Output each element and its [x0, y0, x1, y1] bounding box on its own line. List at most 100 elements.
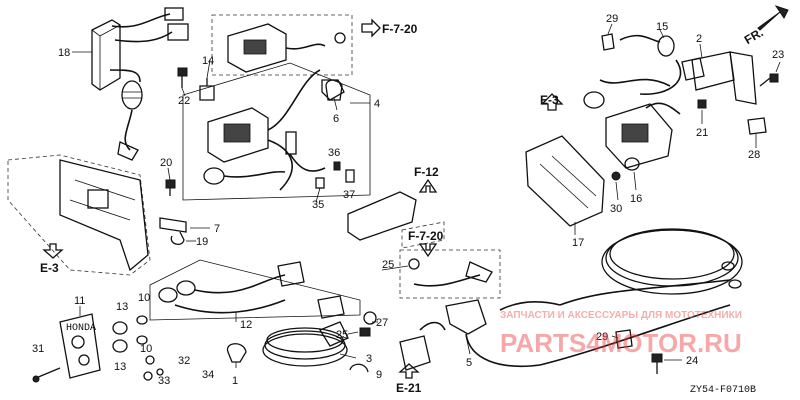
clip-14	[199, 78, 215, 101]
part-label: 2	[696, 33, 702, 45]
bracket-2	[691, 51, 757, 105]
frame-bracket	[7, 154, 151, 276]
part-label: 20	[160, 157, 172, 169]
watermark-site: PARTS4MOTOR.RU	[500, 328, 742, 358]
ref-e3-left: E-3	[40, 261, 59, 275]
part-label: 30	[610, 203, 622, 215]
part-label: 7	[214, 223, 220, 235]
part-label: 16	[630, 193, 642, 205]
clip-29-top	[601, 33, 615, 51]
part-label: 19	[196, 236, 208, 248]
part-label: 15	[656, 21, 668, 33]
part-label: 23	[772, 49, 784, 61]
sub-harness-12	[149, 259, 361, 321]
clip-36	[333, 161, 341, 171]
battery-cable-coil	[539, 228, 743, 366]
panel-plate-11: HONDA	[59, 313, 101, 379]
watermark: ЗАПЧАСТИ И АКСЕССУАРЫ ДЛЯ МОТОТЕХНИКИ PA…	[500, 310, 742, 358]
part-label: 1	[232, 375, 238, 387]
part-label: 21	[696, 127, 708, 139]
clip-29-bottom	[615, 329, 633, 349]
bolt-22	[177, 67, 188, 88]
leader-lines	[72, 23, 781, 368]
part-label: 36	[328, 147, 340, 159]
part-label: 13	[116, 301, 128, 313]
cover-module-f12	[347, 191, 445, 249]
battery-terminal-25	[399, 249, 501, 299]
part-label: 32	[178, 355, 190, 367]
grommet-6	[325, 79, 343, 101]
clamp-19	[170, 231, 185, 246]
part-label: 3	[366, 353, 372, 365]
grommets-10-13	[112, 315, 148, 353]
collar-27	[363, 311, 377, 325]
nut-25	[359, 327, 371, 337]
part-label: 22	[178, 95, 190, 107]
starter-relay-e21	[399, 321, 446, 371]
clip-37	[345, 169, 355, 183]
part-label: 34	[202, 369, 214, 381]
reference-labels: F-7-20 F-12 F-7-20 E-3 E-3 E-21 FR.	[40, 22, 766, 395]
arrow-f720-top	[361, 18, 381, 38]
part-label: 5	[466, 357, 472, 369]
inverter-socket	[211, 14, 353, 76]
svg-text:HONDA: HONDA	[66, 323, 96, 334]
part-label: 25	[336, 329, 348, 341]
ref-f12: F-12	[414, 165, 439, 179]
part-label: 37	[343, 189, 355, 201]
part-label: 12	[240, 319, 252, 331]
main-harness-4	[182, 62, 371, 201]
part-label: 14	[202, 55, 214, 67]
screw-31	[32, 367, 61, 383]
part-label: 9	[376, 369, 382, 381]
part-label: 10	[138, 292, 150, 304]
clip-35	[315, 177, 325, 189]
control-module-e3	[605, 102, 681, 169]
stay-7	[159, 217, 187, 233]
part-label: 13	[114, 361, 126, 373]
part-labels: 18 14 22 4 6 36 37 35 20 7 19 11 13 10 1…	[32, 13, 784, 387]
grommet-16	[624, 157, 640, 171]
part-label: 18	[58, 47, 70, 59]
harness-15	[583, 34, 705, 109]
part-label: 31	[32, 343, 44, 355]
arrow-e3-left	[42, 243, 64, 259]
part-label: 29	[596, 331, 608, 343]
bolt-23	[759, 73, 779, 87]
nuts-32-33-34	[143, 355, 164, 381]
fr-arrow	[757, 5, 789, 31]
ref-f720-mid: F-7-20	[408, 229, 444, 243]
part-label: 11	[74, 295, 85, 307]
watermark-caption: ЗАПЧАСТИ И АКСЕССУАРЫ ДЛЯ МОТОТЕХНИКИ	[500, 310, 742, 321]
part-label: 17	[572, 237, 584, 249]
drawing-code: ZY54-F0710B	[690, 385, 756, 396]
bolt-24	[651, 353, 663, 374]
bracket-17	[525, 135, 605, 227]
ref-e3-right: E-3	[540, 93, 559, 107]
bolt-21	[697, 99, 707, 109]
arrow-e3-right	[540, 93, 564, 111]
part-label: 33	[158, 375, 170, 387]
control-unit-18	[91, 7, 189, 161]
band-9	[349, 363, 369, 373]
ref-e21: E-21	[396, 381, 422, 395]
part-label: 25	[382, 259, 394, 271]
cable-coil-3	[262, 321, 349, 367]
part-label: 10	[140, 343, 152, 355]
part-label: 35	[312, 199, 324, 211]
bolt-20	[165, 179, 176, 196]
arrow-f12	[418, 178, 438, 193]
part-label: 24	[686, 355, 698, 367]
ref-f720-top: F-7-20	[382, 22, 418, 36]
part-label: 6	[333, 113, 339, 125]
part-label: 29	[606, 13, 618, 25]
clip-28	[747, 117, 767, 135]
arrow-e21	[398, 363, 420, 379]
part-label: 28	[748, 149, 760, 161]
clamp-1	[226, 343, 247, 363]
nut-30	[611, 171, 621, 181]
arrow-f720-mid	[418, 243, 438, 258]
cable-cap-5	[445, 299, 561, 367]
part-label: 4	[374, 98, 380, 110]
